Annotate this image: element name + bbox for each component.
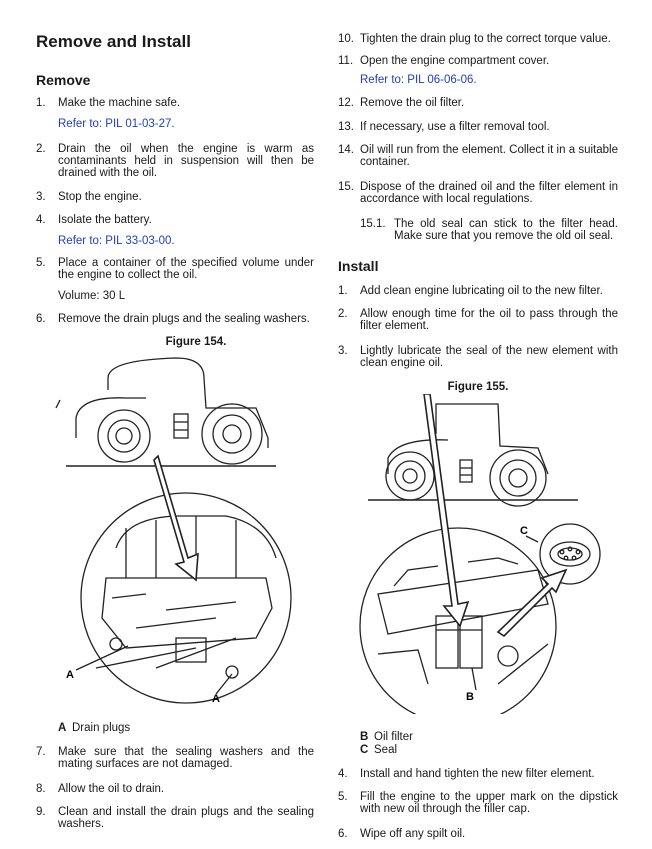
remove-step-6: 6. Remove the drain plugs and the sealin…: [36, 313, 310, 325]
callout-b: B: [466, 691, 474, 703]
remove-step-4: 4. Isolate the battery. Refer to: PIL 33…: [36, 214, 314, 247]
remove-step-12: 12. Remove the oil filter.: [338, 97, 465, 109]
callout-a-right: A: [212, 693, 220, 705]
reference-link[interactable]: Refer to: PIL 33-03-00.: [58, 235, 175, 247]
remove-step-5: 5. Place a container of the specified vo…: [36, 257, 314, 302]
install-step-2: 2. Allow enough time for the oil to pass…: [338, 308, 618, 332]
reference-link[interactable]: Refer to: PIL 06-06-06.: [360, 74, 477, 86]
figure-154-drain-plugs-illustration: A A: [55, 357, 292, 705]
remove-step-11: 11. Open the engine compartment cover. R…: [338, 55, 618, 87]
remove-step-8: 8. Allow the oil to drain.: [36, 783, 165, 795]
remove-step-14: 14. Oil will run from the element. Colle…: [338, 144, 618, 168]
callout-a-left: A: [66, 669, 74, 681]
install-step-5: 5. Fill the engine to the upper mark on …: [338, 791, 618, 815]
install-step-6: 6. Wipe off any spilt oil.: [338, 828, 466, 840]
remove-step-10: 10. Tighten the drain plug to the correc…: [338, 33, 611, 45]
remove-step-15: 15. Dispose of the drained oil and the f…: [338, 181, 618, 205]
remove-step-7: 7. Make sure that the sealing washers an…: [36, 746, 314, 770]
install-step-3: 3. Lightly lubricate the seal of the new…: [338, 345, 618, 369]
install-heading: Install: [338, 258, 379, 274]
remove-heading: Remove: [36, 72, 91, 88]
page-title: Remove and Install: [36, 32, 191, 51]
remove-substep-15-1: 15.1. The old seal can stick to the filt…: [360, 218, 618, 242]
install-step-1: 1. Add clean engine lubricating oil to t…: [338, 285, 603, 297]
figure-154-title: Figure 154.: [165, 336, 227, 348]
remove-step-2: 2. Drain the oil when the engine is warm…: [36, 143, 314, 179]
remove-step-1: 1. Make the machine safe. Refer to: PIL …: [36, 97, 314, 130]
figure-155-oil-filter-illustration: B C: [359, 394, 601, 714]
reference-link[interactable]: Refer to: PIL 01-03-27.: [58, 118, 175, 130]
remove-step-9: 9. Clean and install the drain plugs and…: [36, 806, 314, 830]
callout-c: C: [520, 525, 528, 537]
install-step-4: 4. Install and hand tighten the new filt…: [338, 768, 595, 780]
figure-155-title: Figure 155.: [447, 381, 509, 393]
remove-step-13: 13. If necessary, use a filter removal t…: [338, 121, 550, 133]
volume-spec: Volume: 30 L: [58, 290, 126, 302]
remove-step-3: 3. Stop the engine.: [36, 191, 142, 203]
